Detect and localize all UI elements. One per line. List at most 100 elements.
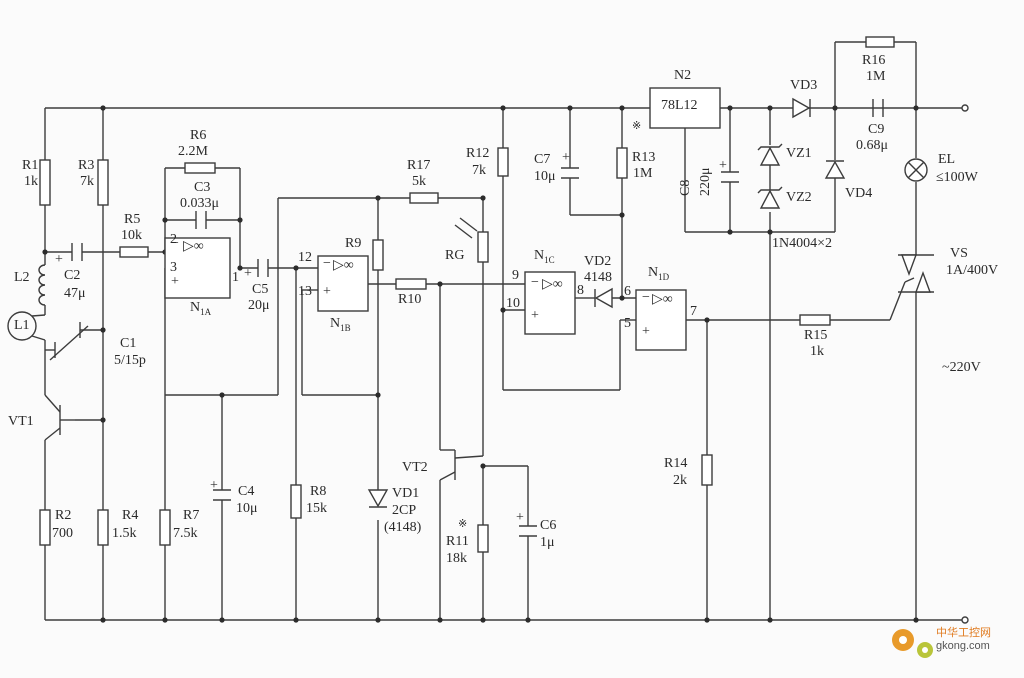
n1c-pin-minus: 9: [512, 268, 519, 283]
r1-label: R1: [22, 158, 39, 173]
n1b-label: N1B: [330, 316, 351, 333]
el-lamp: [904, 158, 928, 182]
n1c-plus: +: [531, 308, 539, 323]
rg-label: RG: [445, 248, 465, 263]
r13-label: R13: [632, 150, 656, 165]
l1-label: L1: [14, 318, 30, 333]
c3-capacitor: [195, 211, 207, 229]
watermark-url: gkong.com: [936, 640, 990, 652]
c4-label: C4: [238, 484, 255, 499]
r8-resistor: [290, 484, 302, 519]
c2-label: C2: [64, 268, 81, 283]
vz1-zener: [757, 143, 783, 166]
n1d-opamp: [635, 289, 687, 351]
r14-resistor: [701, 454, 713, 486]
n1d-symbol: ▷∞: [652, 292, 673, 307]
r11-resistor: [477, 524, 489, 553]
r17-value: 5k: [412, 174, 426, 189]
c5-capacitor: [257, 259, 269, 277]
c6-value: 1μ: [540, 535, 555, 550]
r7-label: R7: [183, 508, 200, 523]
c7-capacitor: [561, 167, 579, 179]
r4-resistor: [97, 509, 109, 546]
vd4-label: VD4: [845, 186, 873, 201]
n1b-opamp: [317, 255, 369, 312]
vd2-diode: [588, 287, 613, 309]
r16-label: R16: [862, 53, 886, 68]
n2-value: 78L12: [661, 98, 698, 113]
n1c-opamp: [524, 271, 576, 335]
el-label: EL: [938, 152, 956, 167]
r6-value: 2.2M: [178, 144, 208, 159]
r12-value: 7k: [472, 163, 486, 178]
n1c-pin-plus: 10: [506, 296, 520, 311]
c9-value: 0.68μ: [856, 138, 889, 153]
l2-label: L2: [14, 270, 30, 285]
r5-label: R5: [124, 212, 141, 227]
r11-label: R11: [446, 534, 469, 549]
n1a-label: N1A: [190, 300, 212, 317]
vd3-diode: [792, 97, 811, 119]
c8-plus: +: [719, 158, 727, 173]
c5-value: 20μ: [248, 298, 270, 313]
n1b-pin-plus: 13: [298, 284, 312, 299]
r2-value: 700: [52, 526, 73, 541]
vt1-label: VT1: [8, 414, 34, 429]
r8-value: 15k: [306, 501, 327, 516]
c9-label: C9: [868, 122, 885, 137]
r3-label: R3: [78, 158, 95, 173]
n1b-symbol: ▷∞: [333, 258, 354, 273]
n1d-pin-out: 7: [690, 304, 697, 319]
vd1-diode: [367, 489, 389, 508]
c8-capacitor: [721, 171, 739, 183]
c7-plus: +: [562, 150, 570, 165]
r9-resistor: [372, 239, 384, 271]
gear-logo-icon: [892, 629, 933, 658]
r11-mark: ※: [458, 518, 468, 530]
r12-label: R12: [466, 146, 490, 161]
c4-value: 10μ: [236, 501, 258, 516]
n1d-label: N1D: [648, 265, 670, 282]
n1a-pin-out: 1: [232, 270, 239, 285]
vd1-label: VD1: [392, 486, 420, 501]
vs-value: 1A/400V: [946, 263, 999, 278]
c1-label: C1: [120, 336, 137, 351]
r3-resistor: [97, 159, 109, 206]
r17-resistor: [409, 192, 439, 204]
n1a-pin-minus: 2: [170, 232, 177, 247]
c7-value: 10μ: [534, 169, 556, 184]
r10-label: R10: [398, 292, 422, 307]
r8-label: R8: [310, 484, 327, 499]
vs-triac: [898, 254, 934, 293]
n2-regulator: [649, 87, 721, 129]
r7-resistor: [159, 509, 171, 546]
n1a-opamp: [164, 237, 231, 299]
vt1-transistor: [44, 394, 75, 441]
r15-label: R15: [804, 328, 828, 343]
l2-inductor: [38, 264, 46, 306]
n1c-symbol: ▷∞: [542, 277, 563, 292]
c2-plus: +: [55, 252, 63, 267]
n1a-minus: −: [171, 236, 179, 251]
n1d-plus: +: [642, 324, 650, 339]
mains-label: ~220V: [942, 360, 981, 375]
r14-label: R14: [664, 456, 688, 471]
c8-label: C8: [678, 179, 693, 196]
c7-label: C7: [534, 152, 551, 167]
n1c-pin-out: 8: [577, 283, 584, 298]
r1-value: 1k: [24, 174, 38, 189]
l1-loop-coil: [7, 311, 46, 341]
n1d-pin-minus: 6: [624, 284, 631, 299]
r12-resistor: [497, 147, 509, 177]
c4-plus: +: [210, 478, 218, 493]
light-arrows-icon: [454, 217, 478, 239]
c6-label: C6: [540, 518, 557, 533]
n1d-pin-plus: 5: [624, 316, 631, 331]
diode-note: 1N4004×2: [772, 236, 833, 251]
vz2-zener: [757, 165, 783, 209]
r2-label: R2: [55, 508, 72, 523]
n1b-pin-minus: 12: [298, 250, 312, 265]
rg-photoresistor: [477, 231, 489, 263]
